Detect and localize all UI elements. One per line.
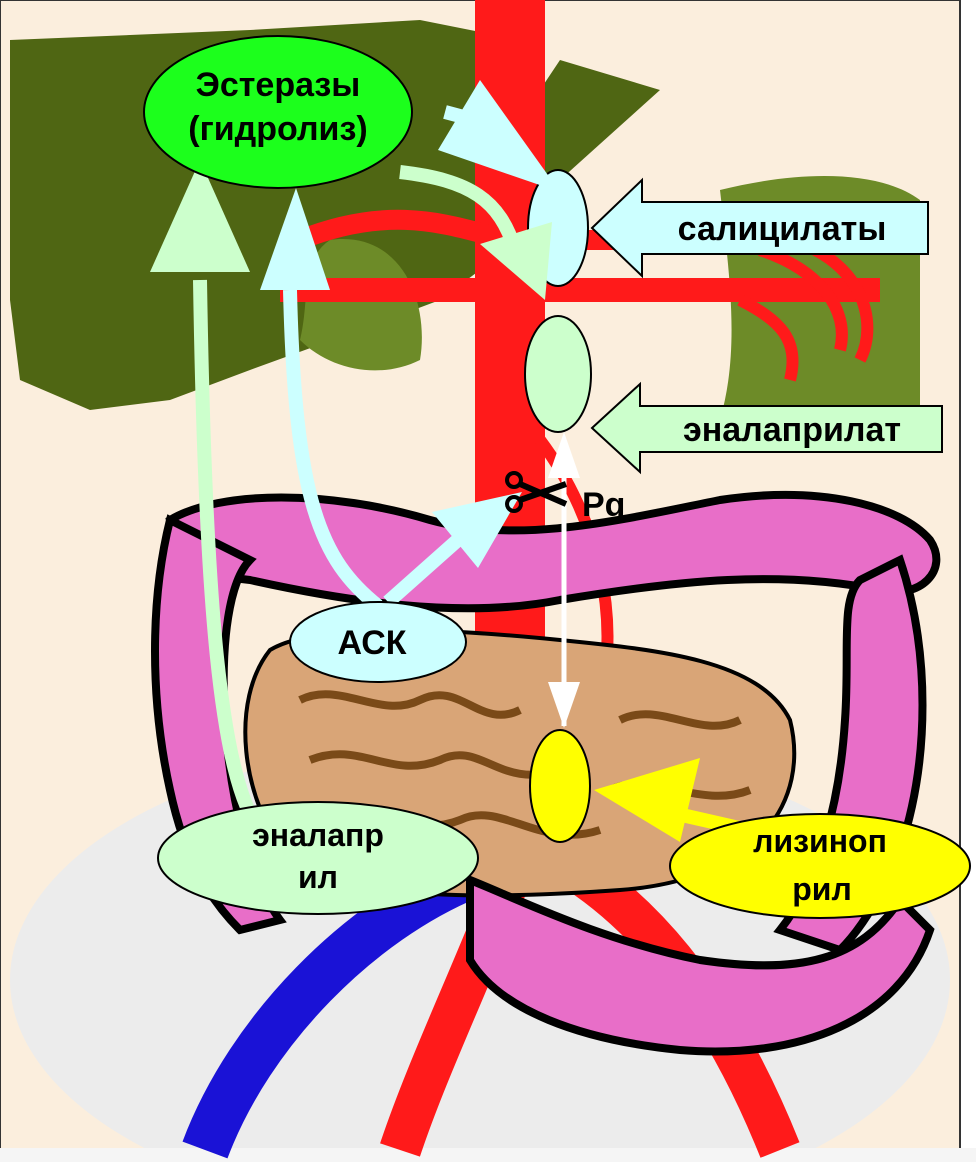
bottom-strip bbox=[0, 1148, 976, 1162]
esterase-label-line1: Эстеразы bbox=[196, 66, 361, 104]
pg-label: Pg bbox=[582, 486, 625, 524]
esterase-label-line2: (гидролиз) bbox=[188, 110, 367, 148]
ask-label: АСК bbox=[337, 624, 406, 662]
enalapril-label-line1: эналапр bbox=[252, 817, 384, 853]
salicylates-label: салицилаты bbox=[678, 210, 887, 248]
enalaprilat-node bbox=[525, 316, 591, 432]
lisinopril-node bbox=[530, 730, 590, 842]
lisinopril-label-line2: рил bbox=[792, 871, 852, 907]
lisinopril-label-line1: лизиноп bbox=[753, 823, 887, 859]
enalaprilat-label: эналаприлат bbox=[683, 411, 901, 449]
enalapril-label-line2: ил bbox=[298, 859, 338, 895]
